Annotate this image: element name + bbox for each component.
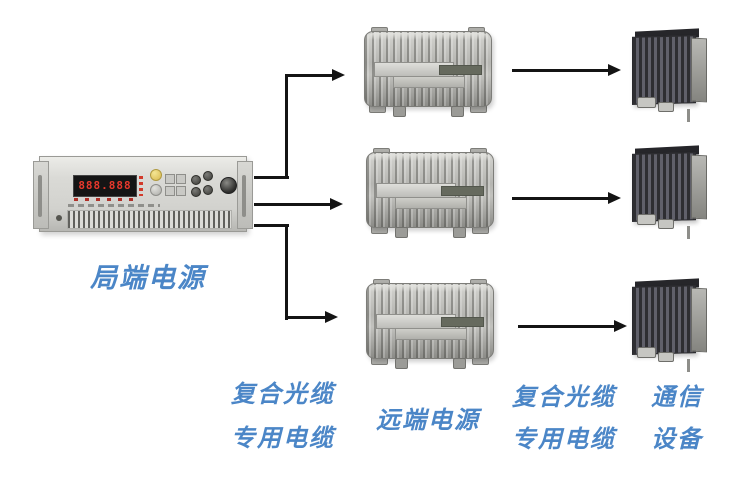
- arrow-line: [285, 74, 288, 179]
- left-cable-label-line1: 复合光缆: [231, 381, 335, 408]
- comm-equipment-unit-2: [630, 145, 710, 239]
- arrow-head-icon: [330, 198, 343, 210]
- label-strip: [440, 316, 485, 327]
- connector-port: [453, 227, 466, 238]
- lower-plate: [392, 76, 466, 88]
- side-panel: [691, 154, 707, 220]
- model-text-line: [68, 204, 160, 207]
- remote-power-unit-2: [361, 148, 499, 238]
- round-button: [203, 185, 213, 195]
- comm-equipment-label-line2: 设备: [651, 426, 703, 453]
- connector-port: [658, 219, 674, 229]
- local-power-supply-device: 888.888: [33, 156, 253, 234]
- connector-port: [658, 352, 674, 362]
- label-strip: [438, 64, 483, 75]
- yellow-button: [150, 169, 162, 181]
- remote-power-unit-3: [361, 279, 499, 369]
- arrow-head-icon: [608, 192, 621, 204]
- connector-port: [637, 347, 656, 358]
- indicator-marks: [74, 198, 136, 201]
- round-button: [203, 171, 213, 181]
- screw-hole: [56, 215, 62, 221]
- cable-stub: [687, 226, 690, 239]
- ribbed-dark-housing: [632, 152, 696, 222]
- rack-ear-left: [33, 161, 49, 229]
- cable-stub: [687, 109, 690, 122]
- led-display-value: 888.888: [78, 179, 132, 192]
- gray-button: [150, 184, 162, 196]
- ribbed-housing: [364, 31, 492, 107]
- side-panel: [691, 37, 707, 103]
- panel-button: [165, 186, 175, 196]
- comm-equipment-unit-3: [630, 278, 710, 372]
- power-knob: [220, 177, 237, 194]
- right-cable-label-line1: 复合光缆: [512, 384, 616, 411]
- arrow-line: [285, 224, 288, 320]
- arrow-head-icon: [325, 311, 338, 323]
- connector-port: [395, 227, 408, 238]
- right-cable-label-line2: 专用电缆: [512, 426, 616, 453]
- arrow-line: [512, 197, 608, 200]
- comm-equipment-unit-1: [630, 28, 710, 122]
- rack-ear-right: [237, 161, 253, 229]
- panel-button: [176, 174, 186, 184]
- ribbed-dark-housing: [632, 35, 696, 105]
- panel-button: [165, 174, 175, 184]
- rack-slot: [242, 175, 246, 217]
- connector-port: [453, 358, 466, 369]
- arrow-line: [254, 203, 330, 206]
- comm-equipment-label-line1: 通信: [651, 384, 703, 411]
- arrow-head-icon: [608, 64, 621, 76]
- arrow-line: [254, 176, 289, 179]
- round-button: [191, 187, 201, 197]
- vent-grille: [67, 210, 232, 229]
- psu-front-panel: 888.888: [39, 156, 247, 232]
- left-cable-label-line2: 专用电缆: [231, 425, 335, 452]
- arrow-line: [254, 224, 289, 227]
- rack-slot: [38, 175, 42, 217]
- ribbed-dark-housing: [632, 285, 696, 355]
- lower-plate: [394, 197, 468, 209]
- connector-port: [451, 106, 464, 117]
- arrow-line: [512, 69, 608, 72]
- local-power-label: 局端电源: [90, 263, 206, 293]
- connector-port: [637, 214, 656, 225]
- connector-port: [393, 106, 406, 117]
- arrow-head-icon: [332, 69, 345, 81]
- led-display: 888.888: [73, 175, 137, 197]
- panel-button: [176, 186, 186, 196]
- remote-power-label: 远端电源: [376, 407, 480, 434]
- round-button: [191, 175, 201, 185]
- cable-stub: [687, 359, 690, 372]
- label-strip: [440, 185, 485, 196]
- arrow-line: [518, 325, 614, 328]
- lower-plate: [394, 328, 468, 340]
- ribbed-housing: [366, 152, 494, 228]
- connector-port: [658, 102, 674, 112]
- arrow-head-icon: [614, 320, 627, 332]
- connector-port: [637, 97, 656, 108]
- arrow-line: [285, 316, 325, 319]
- remote-power-unit-1: [359, 27, 497, 117]
- side-panel: [691, 287, 707, 353]
- arrow-line: [285, 74, 332, 77]
- connector-port: [395, 358, 408, 369]
- ribbed-housing: [366, 283, 494, 359]
- status-led-column: [139, 176, 143, 196]
